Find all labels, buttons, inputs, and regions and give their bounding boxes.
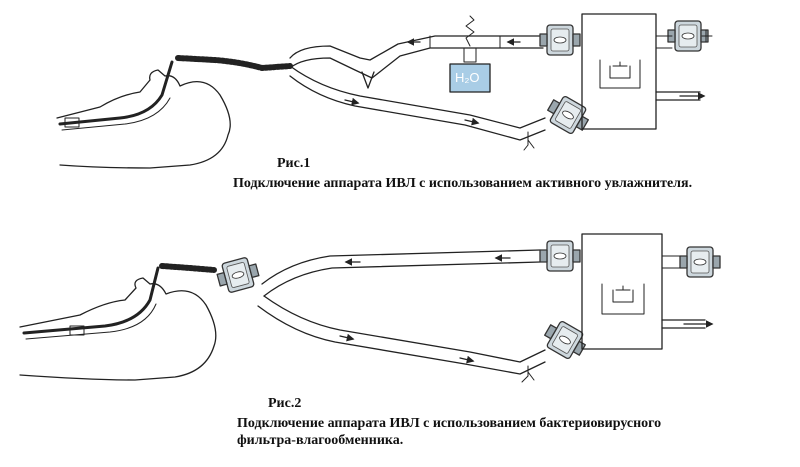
humidifier-spring	[465, 15, 475, 47]
expiratory-limb-2	[263, 295, 546, 363]
valve-symbol-2	[612, 285, 634, 303]
filter-inspiratory-1	[539, 24, 581, 56]
figure-1-caption: Подключение аппарата ИВЛ с использование…	[233, 176, 693, 191]
figure-1-label: Рис.1	[277, 156, 311, 171]
humidifier-chamber	[449, 63, 491, 93]
patient-hose-2	[159, 263, 217, 273]
figure-2-label: Рис.2	[268, 396, 302, 411]
inspiratory-limb-2	[261, 249, 541, 285]
water-trap-1	[361, 71, 375, 89]
patient-head-2	[19, 277, 217, 381]
figure-2-caption-line-1: Подключение аппарата ИВЛ с использование…	[237, 416, 662, 431]
endotracheal-tube-2	[22, 266, 160, 335]
patient-hose-1	[175, 55, 293, 71]
hme-filter-2	[214, 254, 262, 296]
endotracheal-tube-1	[58, 60, 174, 126]
ventilator-unit-2	[581, 233, 663, 350]
filter-inlet-2	[679, 246, 721, 278]
figure-1-diagram	[56, 13, 713, 169]
expiratory-limb-1	[289, 65, 546, 129]
filter-inspiratory-2	[539, 240, 581, 272]
ventilator-unit-1	[581, 13, 657, 130]
valve-symbol-1	[609, 61, 631, 79]
patient-head-1	[56, 69, 231, 169]
figure-2-caption: Подключение аппарата ИВЛ с использование…	[237, 415, 777, 449]
filter-expiratory-1	[542, 91, 594, 139]
figure-2-caption-line-2: фильтра-влагообменника.	[237, 433, 404, 448]
figure-2-diagram	[19, 233, 721, 383]
humidifier-label: H₂O	[455, 70, 480, 85]
